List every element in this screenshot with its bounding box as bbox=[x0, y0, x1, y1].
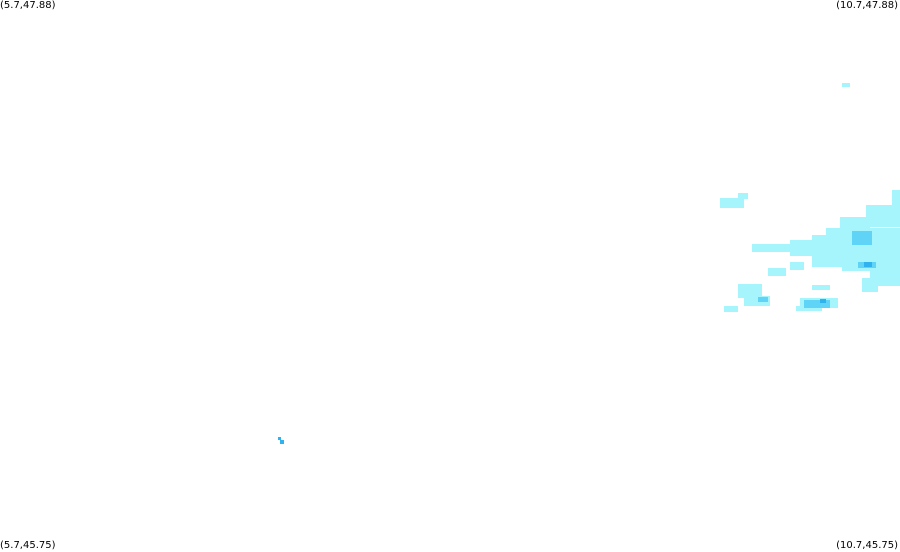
corner-coordinate-ne: (10.7,47.88) bbox=[836, 0, 898, 11]
corner-coordinate-sw: (5.7,45.75) bbox=[0, 540, 56, 551]
corner-coordinate-nw: (5.7,47.88) bbox=[0, 0, 56, 11]
corner-coordinate-se: (10.7,45.75) bbox=[836, 540, 898, 551]
precipitation-dark-layer bbox=[278, 262, 872, 444]
precipitation-light-layer bbox=[720, 83, 900, 312]
